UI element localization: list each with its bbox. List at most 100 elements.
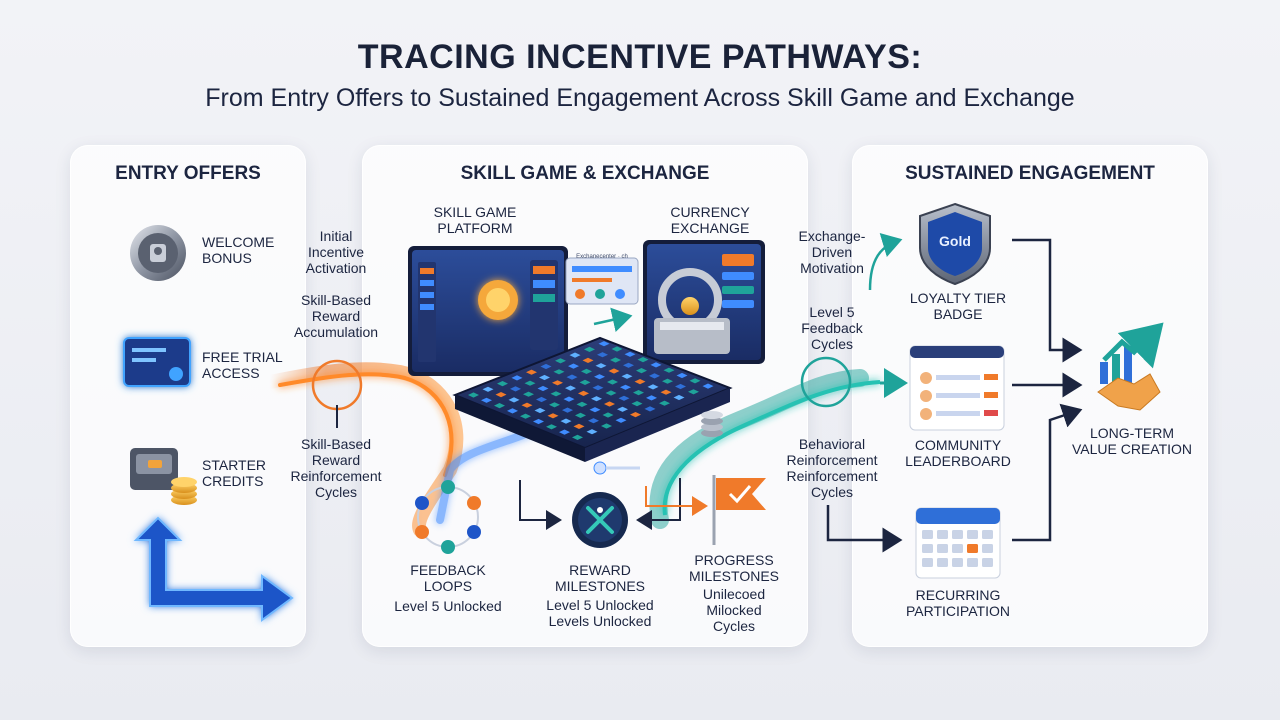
- mini-screen-center: [565, 257, 639, 305]
- board-tile: [481, 397, 492, 403]
- board-tile: [549, 402, 560, 408]
- board-tile: [624, 351, 636, 357]
- calendar-cell: [982, 530, 993, 539]
- calendar-cell: [952, 530, 963, 539]
- board-tile: [526, 369, 537, 375]
- board-tile: [552, 380, 563, 386]
- board-tile: [563, 396, 575, 402]
- badge-to-value-arrow: [1012, 238, 1083, 363]
- board-tile: [675, 383, 686, 390]
- starter-credits-label: STARTER CREDITS: [202, 457, 267, 489]
- board-tile: [607, 379, 618, 385]
- calendar-cell: [937, 530, 948, 539]
- progress-arrow: [645, 486, 708, 516]
- board-tile: [468, 392, 479, 398]
- board-tile: [559, 429, 570, 435]
- exchange-driven-arrow: [868, 233, 903, 291]
- board-tile: [579, 379, 591, 385]
- reward-arrow-left: [519, 480, 562, 530]
- board-tile: [546, 424, 557, 430]
- board-tile: [589, 407, 601, 413]
- exchange-screen-text: Exchanecenter · ch: [576, 254, 628, 260]
- behavior-to-participation-arrow: [826, 505, 903, 553]
- board-tile: [601, 423, 612, 429]
- skill-reward-reinforcement-label: Skill-Based Reward Reinforcement Cycles: [290, 436, 382, 500]
- board-tile: [578, 390, 589, 396]
- board-tile: [637, 357, 649, 363]
- board-tile: [598, 341, 610, 347]
- board-tile: [482, 386, 494, 392]
- board-tile: [647, 384, 659, 390]
- participation-to-value-arrow: [1012, 403, 1083, 542]
- calendar-cell: [922, 530, 933, 539]
- board-tile: [495, 392, 507, 398]
- feedback-loops-title: FEEDBACK LOOPS: [410, 562, 486, 594]
- progress-milestones-sub: Unilecoed Milocked Cycles: [702, 586, 766, 634]
- board-tile: [594, 374, 605, 380]
- board-tile: [537, 385, 549, 392]
- board-tile: [497, 381, 508, 387]
- board-tile: [576, 401, 588, 407]
- page-title: TRACING INCENTIVE PATHWAYS:: [357, 38, 923, 76]
- board-tile: [631, 401, 643, 407]
- calendar-cell: [982, 558, 993, 567]
- calendar-icon: [915, 507, 1001, 579]
- progress-flag-icon: [712, 475, 766, 545]
- loyalty-tier-badge-label: LOYALTY TIER BADGE: [909, 290, 1007, 322]
- board-tile: [592, 385, 604, 391]
- board-tile: [575, 412, 586, 418]
- board-tile: [659, 400, 670, 406]
- board-tile: [565, 385, 576, 391]
- board-tile: [510, 386, 521, 392]
- board-tile: [520, 413, 531, 419]
- board-tile: [611, 346, 623, 352]
- growth-handshake-icon: [1097, 322, 1164, 411]
- reward-milestones-title: REWARD MILESTONES: [555, 562, 645, 594]
- skill-reward-accumulation-label: Skill-Based Reward Accumulation: [293, 292, 379, 340]
- exchange-arrow: [593, 307, 633, 332]
- currency-exchange-machine: [643, 240, 765, 364]
- board-tile: [689, 378, 701, 384]
- currency-exchange-label: CURRENCY EXCHANGE: [670, 204, 750, 236]
- lock-coin-icon: [130, 225, 186, 281]
- board-tile: [547, 413, 559, 419]
- teal-flow: [649, 368, 908, 529]
- community-leaderboard-label: COMMUNITY LEADERBOARD: [905, 437, 1011, 469]
- calendar-cell: [922, 558, 933, 567]
- feedback-loops-sub: Level 5 Unlocked: [394, 598, 502, 614]
- forward-arrow-icon: [133, 516, 294, 622]
- board-tile: [663, 367, 675, 373]
- board-tile: [673, 394, 685, 401]
- board-tile: [630, 412, 641, 418]
- calendar-cell: [937, 558, 948, 567]
- feedback-loop-ring: [415, 480, 481, 554]
- board-tile: [533, 418, 544, 425]
- board-tile: [562, 407, 573, 413]
- board-tile: [617, 406, 628, 412]
- board-tile: [633, 390, 644, 396]
- recurring-participation-label: RECURRING PARTICIPATION: [906, 587, 1010, 619]
- board-tile: [588, 418, 599, 424]
- board-tile: [553, 369, 565, 375]
- behavioral-reinforcement-label: Behavioral Reinforcement Reinforcement C…: [786, 436, 878, 500]
- board-tile: [569, 352, 581, 358]
- board-tile: [566, 374, 578, 380]
- initial-incentive-label: Initial Incentive Activation: [305, 228, 367, 276]
- calendar-cell: [952, 558, 963, 567]
- board-tile: [620, 384, 631, 390]
- board-tile: [646, 395, 657, 401]
- board-tile: [523, 391, 534, 397]
- reward-milestones-sub: Level 5 Unlocked Levels Unlocked: [546, 597, 654, 629]
- board-tile: [634, 379, 646, 385]
- page-subtitle: From Entry Offers to Sustained Engagemen…: [205, 84, 1075, 112]
- board-tile: [660, 389, 672, 395]
- teal-node-ring: [800, 356, 852, 408]
- board-tile: [615, 417, 627, 423]
- board-tile: [560, 418, 572, 424]
- board-tile: [555, 358, 566, 364]
- calendar-cell: [967, 530, 978, 539]
- board-tile: [676, 372, 688, 379]
- progress-milestones-title: PROGRESS MILESTONES: [689, 552, 779, 584]
- board-tile: [568, 363, 579, 369]
- board-tile: [524, 380, 536, 386]
